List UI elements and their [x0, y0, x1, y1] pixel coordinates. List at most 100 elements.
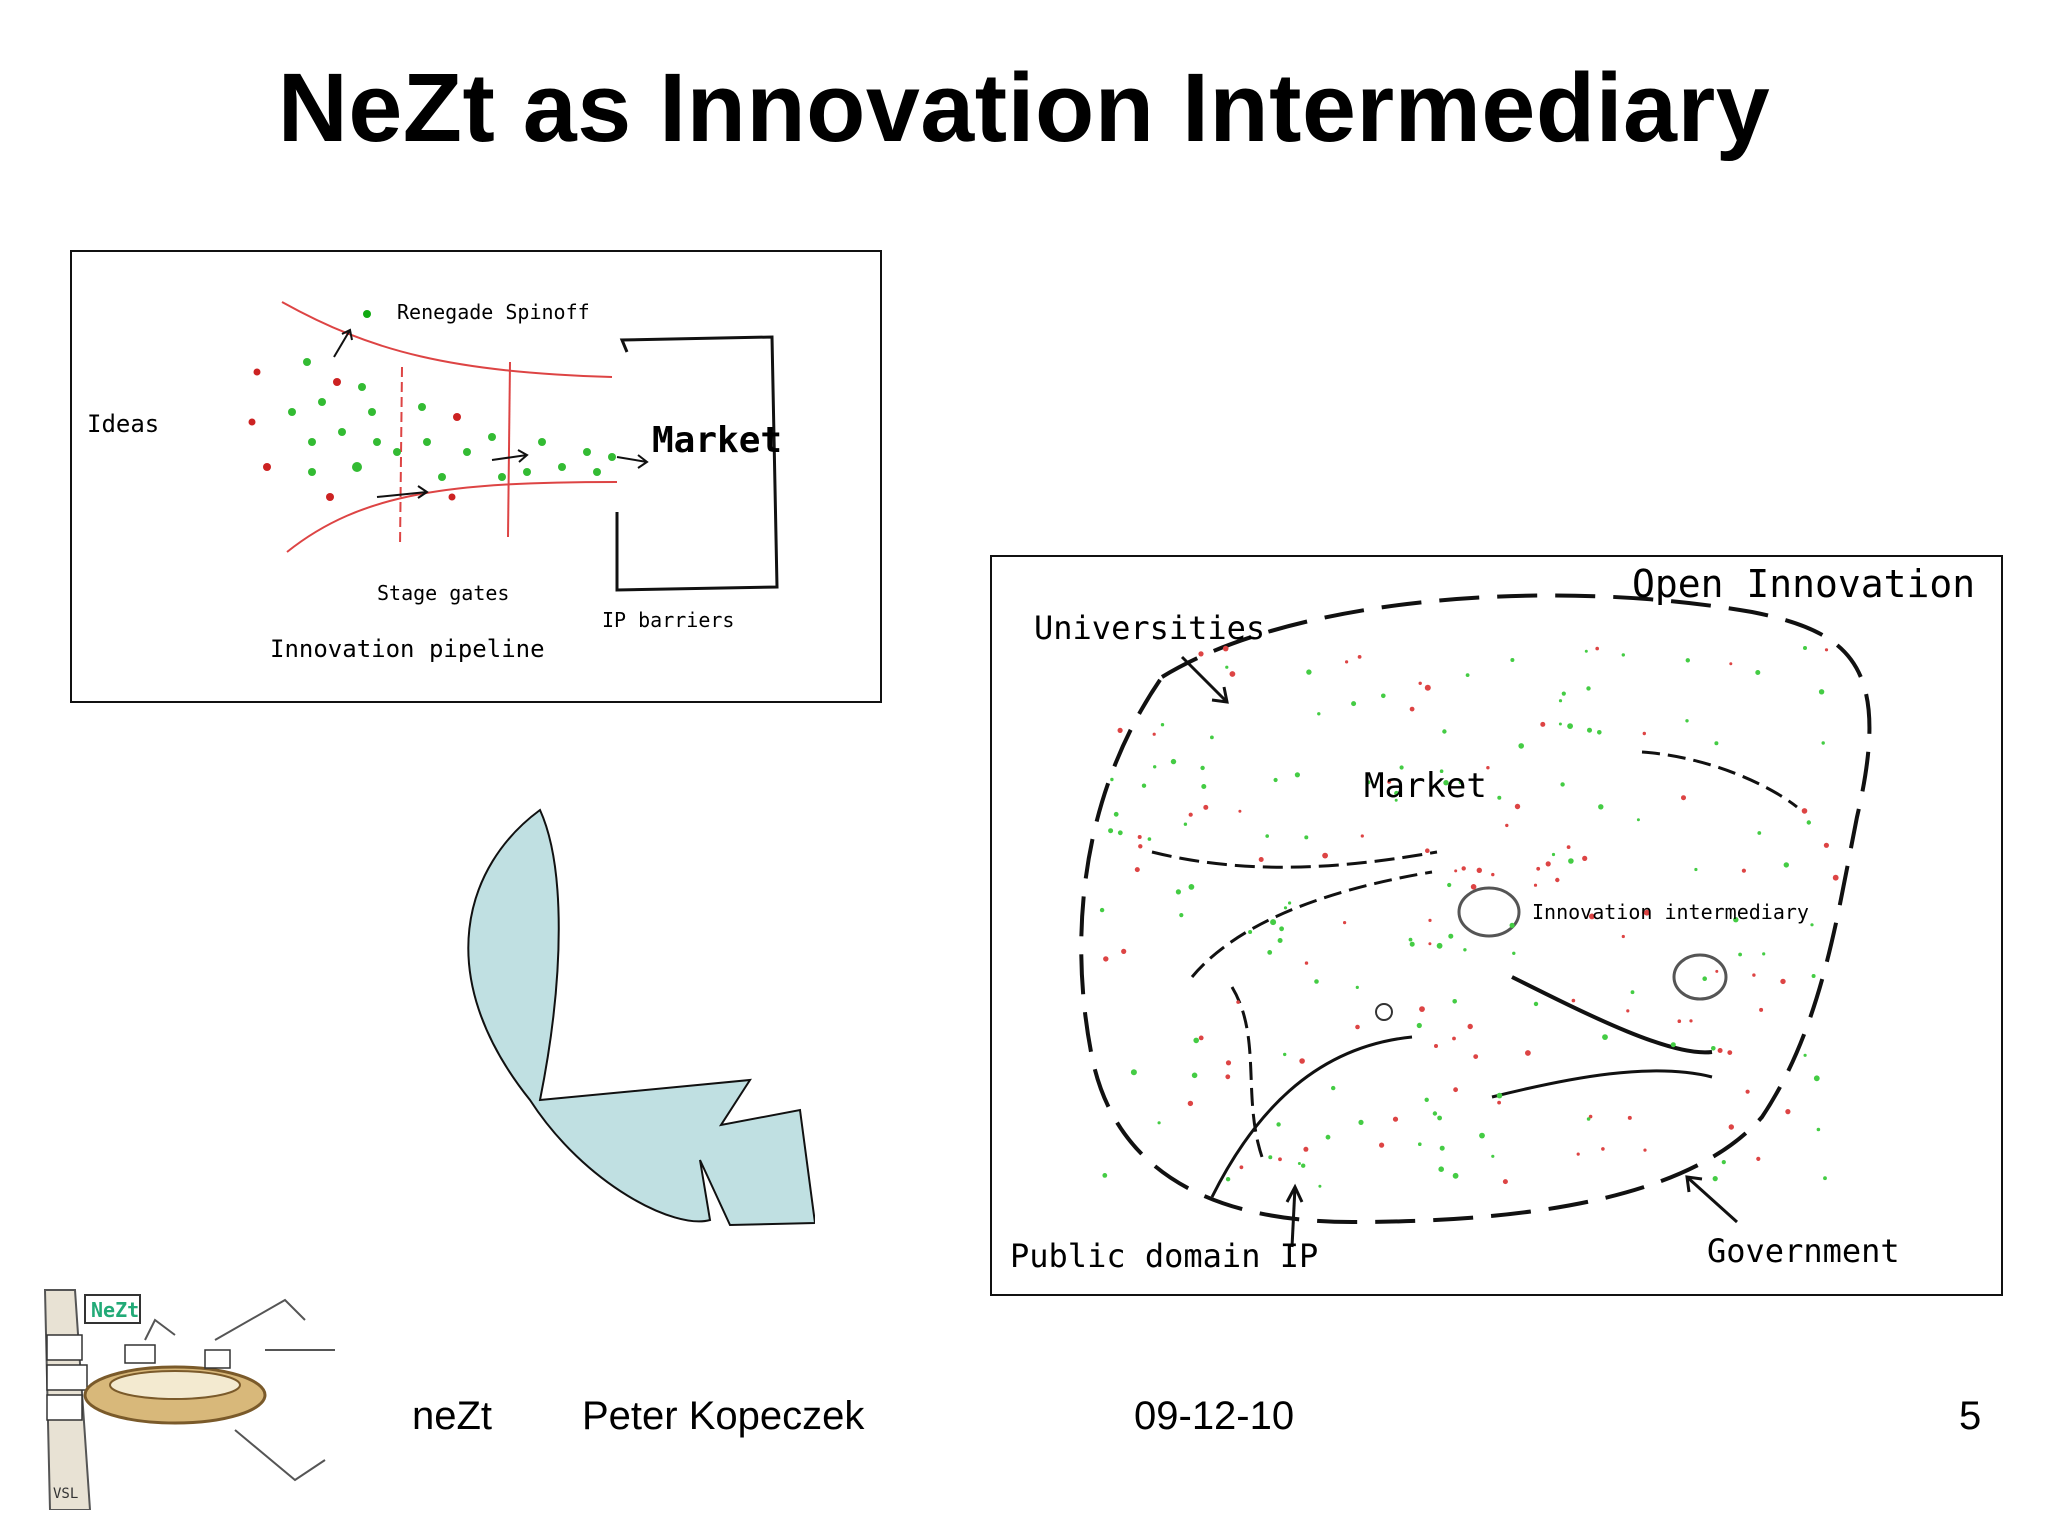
renegade-spinoff-label: Renegade Spinoff: [397, 300, 590, 324]
actor-dot: [1222, 645, 1229, 652]
actor-dot: [1712, 1176, 1718, 1182]
actor-dot: [1602, 1034, 1608, 1040]
actor-dot: [1424, 684, 1431, 691]
nezt-sign-text: NeZt: [91, 1298, 139, 1322]
actor-dot: [1762, 952, 1766, 956]
actor-dot: [1567, 723, 1573, 729]
footer-page-number: 5: [1959, 1394, 1982, 1438]
universities-label: Universities: [1034, 609, 1265, 647]
actor-dot: [1419, 1006, 1425, 1012]
actor-dot: [1160, 723, 1165, 727]
actor-dot: [1360, 834, 1364, 838]
actor-dot: [1681, 795, 1686, 801]
actor-dot: [1576, 1152, 1580, 1156]
actor-dot: [1561, 691, 1566, 696]
actor-dot: [1304, 835, 1309, 840]
actor-dot: [1201, 784, 1207, 789]
actor-dots: [1099, 645, 1839, 1188]
actor-dot: [1721, 1160, 1726, 1165]
actor-dot: [1343, 921, 1347, 925]
actor-dot: [1601, 1147, 1605, 1151]
actor-dot: [1229, 671, 1236, 677]
actor-dot: [1759, 1007, 1764, 1012]
actor-dot: [1358, 1119, 1364, 1125]
actor-dot: [1560, 782, 1565, 787]
actor-dot: [1288, 901, 1292, 905]
actor-dot: [1685, 658, 1690, 663]
market-region-label: Market: [1364, 766, 1487, 806]
actor-dot: [1621, 653, 1625, 657]
actor-dot: [1801, 808, 1808, 814]
actor-dot: [1188, 884, 1195, 890]
footer-org: neZt: [412, 1394, 493, 1438]
actor-dot: [1785, 1109, 1791, 1115]
actor-dot: [1152, 732, 1156, 736]
actor-dot: [1248, 930, 1253, 934]
actor-dot: [1438, 1166, 1444, 1172]
actor-dot: [1566, 845, 1571, 849]
actor-dot: [1595, 646, 1599, 651]
pipeline-drawing: Market Ideas Renegade Spinoff Stage gate…: [87, 300, 782, 663]
actor-dot: [1399, 765, 1404, 770]
actor-dot: [1268, 1155, 1273, 1160]
open-innovation-title: Open Innovation: [1632, 562, 1975, 606]
actor-dot: [1711, 1046, 1716, 1051]
innovation-pipeline-figure: Market Ideas Renegade Spinoff Stage gate…: [70, 250, 882, 703]
actor-dot: [1198, 651, 1204, 657]
actor-dot: [1598, 804, 1604, 810]
actor-dot: [1147, 837, 1152, 841]
actor-dot: [1636, 818, 1640, 822]
actor-dot: [1677, 1019, 1682, 1023]
actor-dot: [1418, 1142, 1422, 1146]
actor-dot: [1452, 1036, 1456, 1041]
actor-dot: [1322, 852, 1328, 859]
actor-dot: [1265, 834, 1269, 838]
actor-dot: [1473, 1054, 1479, 1059]
actor-dot: [1294, 772, 1300, 778]
actor-dot: [1225, 1074, 1231, 1080]
actor-dot: [1188, 812, 1193, 817]
actor-dot: [1443, 780, 1449, 786]
actor-dot: [1306, 669, 1312, 675]
actor-dot: [1558, 699, 1563, 703]
actor-dot: [1439, 769, 1444, 773]
actor-dot: [1225, 665, 1229, 669]
innovation-intermediary-label: Innovation intermediary: [1532, 900, 1809, 924]
actor-dot: [1685, 719, 1689, 723]
actor-dot: [1317, 712, 1321, 716]
actor-dot: [1818, 689, 1825, 695]
actor-dot: [1806, 820, 1811, 825]
actor-dot: [1409, 941, 1415, 947]
actor-dot: [1496, 1092, 1503, 1099]
actor-dot: [1198, 1035, 1204, 1041]
actor-dot: [1627, 1115, 1632, 1120]
actor-dot: [1273, 777, 1278, 783]
actor-dot: [1536, 866, 1541, 871]
actor-dot: [1439, 1145, 1445, 1151]
footer-author: Peter Kopeczek: [582, 1394, 865, 1438]
actor-dot: [1408, 937, 1413, 942]
actor-dot: [1453, 1087, 1458, 1093]
actor-dot: [1715, 969, 1719, 973]
actor-dot: [1447, 882, 1452, 888]
actor-dot: [1642, 731, 1646, 736]
actor-dot: [1621, 934, 1625, 939]
actor-dot: [1714, 741, 1719, 746]
actor-dot: [1479, 1132, 1485, 1139]
actor-dot: [1137, 835, 1142, 839]
actor-dot: [1509, 922, 1515, 928]
actor-dot: [1755, 670, 1761, 675]
actor-dot: [1512, 951, 1516, 955]
actor-dot: [1428, 942, 1432, 946]
actor-dot: [1108, 828, 1114, 834]
actor-dot: [1283, 1052, 1287, 1057]
actor-dot: [1157, 1121, 1161, 1125]
actor-dot: [1586, 686, 1591, 691]
actor-dot: [1175, 889, 1181, 895]
actor-dot: [1465, 673, 1470, 677]
slide-title: NeZt as Innovation Intermediary: [277, 53, 1771, 162]
actor-dot: [1568, 858, 1574, 864]
actor-dot: [1729, 662, 1733, 666]
actor-dot: [1183, 822, 1188, 826]
actor-dot: [1502, 1179, 1508, 1185]
